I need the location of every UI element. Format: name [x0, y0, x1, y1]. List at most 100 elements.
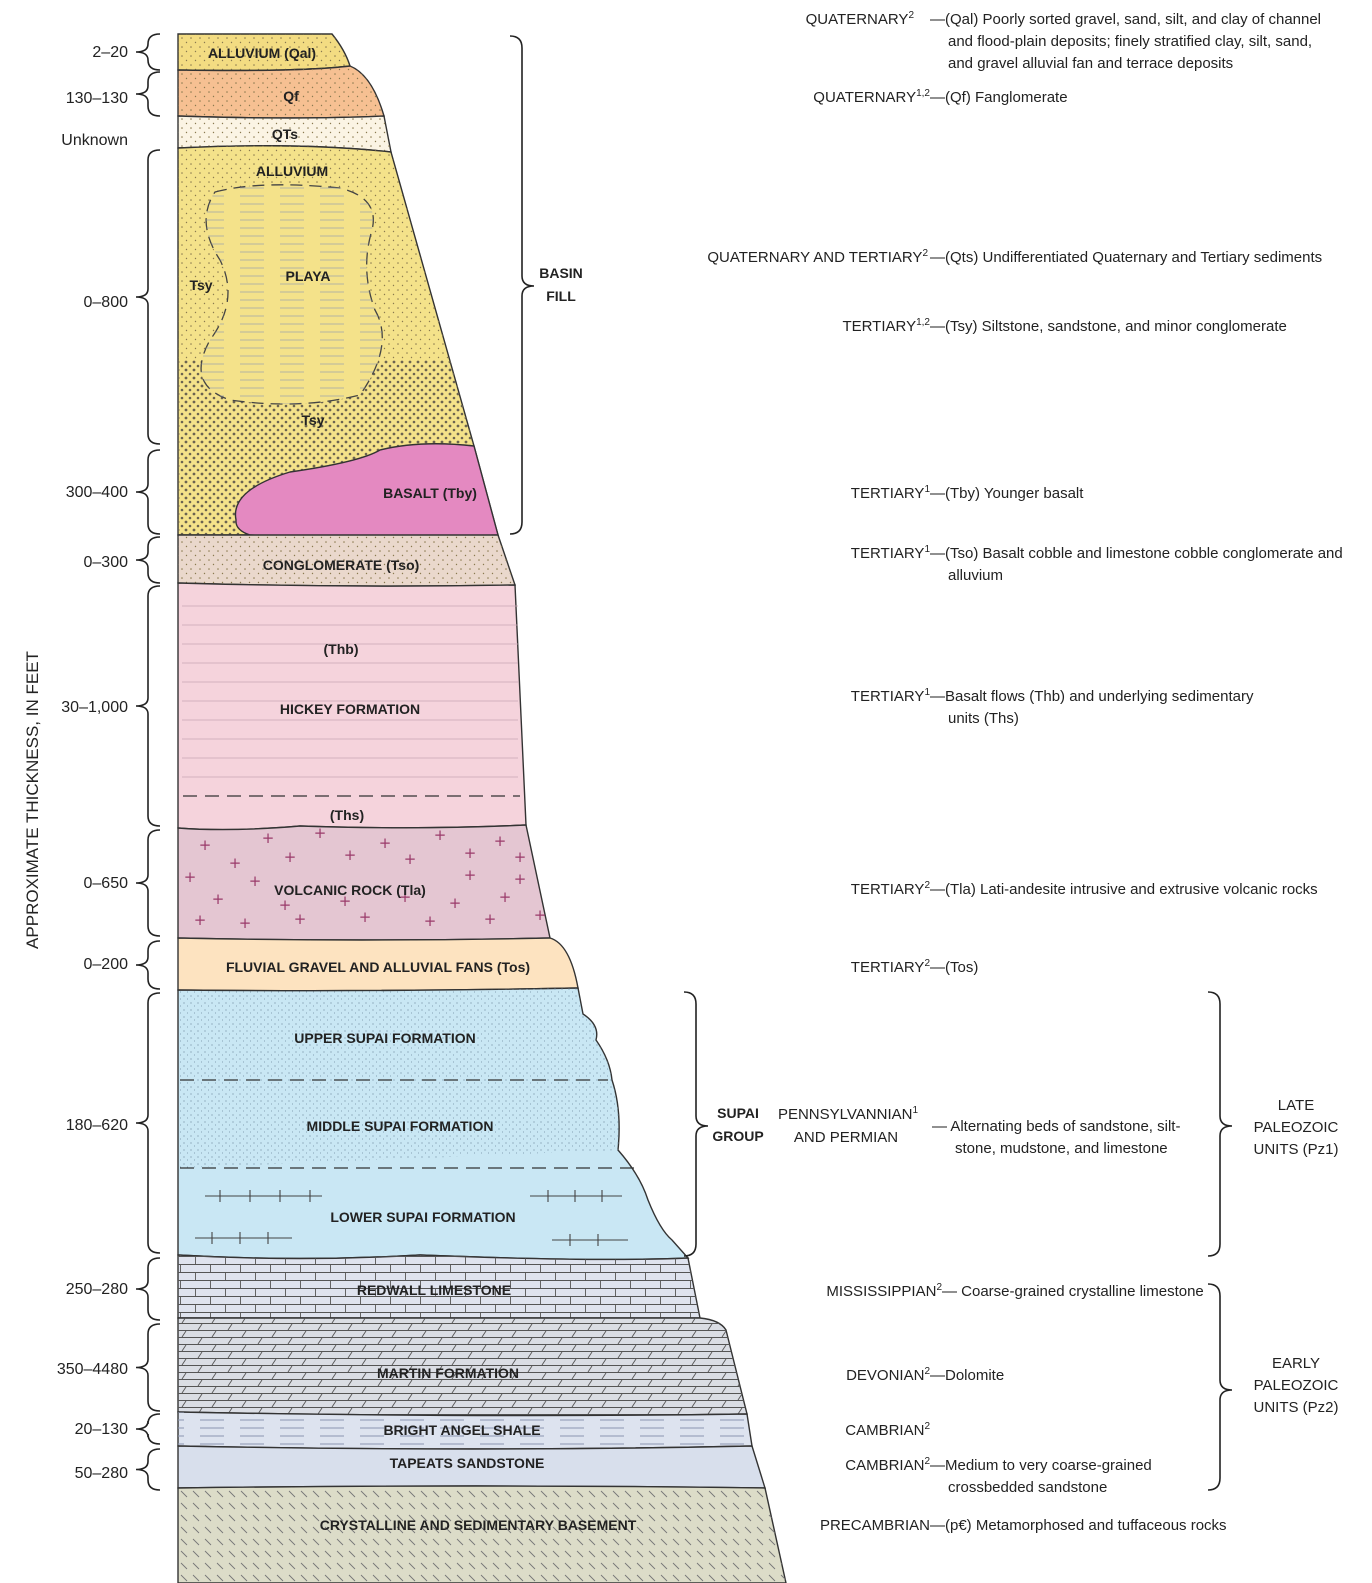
thickness-brace	[135, 1257, 161, 1321]
legend-desc-supai-1: — Alternating beds of sandstone, silt-	[932, 1118, 1180, 1135]
plus-mark: +	[284, 848, 297, 866]
plus-mark: +	[262, 829, 275, 847]
plus-mark: +	[314, 824, 327, 842]
label-tby: BASALT (Tby)	[383, 485, 477, 501]
label-bright-angel: BRIGHT ANGEL SHALE	[383, 1422, 540, 1438]
legend-desc-qf: —(Qf) Fanglomerate	[930, 89, 1068, 106]
volcanic-plus-marks: +++++++++++++++++++++++++++++	[184, 824, 547, 932]
plus-mark: +	[344, 846, 357, 864]
label-tos: FLUVIAL GRAVEL AND ALLUVIAL FANS (Tos)	[226, 959, 530, 975]
legend-age-tsy: TERTIARY1,2	[842, 317, 930, 335]
legend-desc-hickey-1: —Basalt flows (Thb) and underlying sedim…	[930, 688, 1254, 705]
legend-desc-qal-3: and gravel alluvial fan and terrace depo…	[948, 55, 1233, 72]
plus-mark: +	[514, 870, 527, 888]
label-upper-supai: UPPER SUPAI FORMATION	[294, 1030, 476, 1046]
legend-age-tapeats: CAMBRIAN2	[845, 1456, 930, 1474]
plus-mark: +	[514, 848, 527, 866]
supai-group-label-1: SUPAI	[717, 1105, 759, 1121]
plus-mark: +	[434, 826, 447, 844]
legend-age-tla: TERTIARY2	[851, 880, 931, 898]
thickness-tby: 300–400	[66, 484, 128, 501]
label-qf: Qf	[283, 88, 299, 104]
thickness-tso: 0–300	[84, 554, 129, 571]
plus-mark: +	[399, 888, 412, 906]
legend: QUATERNARY2 —(Qal) Poorly sorted gravel,…	[707, 10, 1342, 1534]
axis-label: APPROXIMATE THICKNESS, IN FEET	[23, 651, 42, 949]
plus-mark: +	[279, 896, 292, 914]
label-basement: CRYSTALLINE AND SEDIMENTARY BASEMENT	[320, 1517, 637, 1533]
thickness-brace	[135, 1413, 161, 1445]
thickness-braces	[135, 33, 161, 1491]
legend-desc-tso-2: alluvium	[948, 567, 1003, 584]
legend-age-qts: QUATERNARY AND TERTIARY2	[707, 248, 928, 266]
late-paleozoic-label-1: LATE	[1278, 1097, 1314, 1114]
label-redwall: REDWALL LIMESTONE	[357, 1282, 511, 1298]
thickness-qal: 2–20	[92, 44, 128, 61]
thickness-tapeats: 50–280	[75, 1465, 128, 1482]
plus-mark: +	[424, 912, 437, 930]
plus-mark: +	[359, 908, 372, 926]
label-martin: MARTIN FORMATION	[377, 1365, 519, 1381]
thickness-bright-angel: 20–130	[75, 1421, 128, 1438]
basin-fill-label-1: BASIN	[539, 265, 583, 281]
label-hickey: HICKEY FORMATION	[280, 701, 420, 717]
label-qal: ALLUVIUM (Qal)	[208, 45, 316, 61]
early-paleozoic-label-3: UNITS (Pz2)	[1253, 1399, 1338, 1416]
plus-mark: +	[404, 850, 417, 868]
thickness-tos: 0–200	[84, 956, 129, 973]
label-tsy-left: Tsy	[189, 277, 212, 293]
thickness-martin: 350–4480	[57, 1361, 128, 1378]
legend-desc-qal-2: and flood-plain deposits; finely stratif…	[948, 33, 1312, 50]
legend-desc-supai-2: stone, mudstone, and limestone	[955, 1140, 1168, 1157]
supai-group-brace	[683, 991, 709, 1257]
thickness-brace	[135, 585, 161, 827]
thickness-qts: Unknown	[61, 132, 128, 149]
legend-age-bright-angel: CAMBRIAN2	[845, 1421, 930, 1439]
legend-desc-qts: —(Qts) Undifferentiated Quaternary and T…	[930, 249, 1322, 266]
thickness-redwall: 250–280	[66, 1281, 128, 1298]
label-thb: (Thb)	[324, 641, 359, 657]
label-qts: QTs	[272, 126, 298, 142]
plus-mark: +	[199, 836, 212, 854]
thickness-brace	[135, 1323, 161, 1412]
label-tla: VOLCANIC ROCK (Tla)	[274, 882, 426, 898]
label-playa: PLAYA	[286, 268, 331, 284]
legend-desc-tby: —(Tby) Younger basalt	[930, 485, 1084, 502]
column-layers: +++++++++++++++++++++++++++++	[177, 33, 787, 1583]
limestone-lenses	[195, 1190, 628, 1246]
group-braces: BASIN FILL SUPAI GROUP LATE PALEOZOIC UN…	[509, 35, 1339, 1491]
thickness-qf: 130–130	[66, 90, 128, 107]
plus-mark: +	[239, 914, 252, 932]
legend-age-supai-1: PENNSYLVANNIAN1	[778, 1105, 918, 1123]
legend-desc-redwall: — Coarse-grained crystalline limestone	[942, 1283, 1204, 1300]
label-tapeats: TAPEATS SANDSTONE	[390, 1455, 545, 1471]
basin-fill-label-2: FILL	[546, 288, 576, 304]
legend-age-hickey: TERTIARY1	[851, 687, 931, 705]
basin-fill-brace	[509, 35, 535, 535]
plus-mark: +	[484, 910, 497, 928]
legend-desc-hickey-2: units (Ths)	[948, 710, 1019, 727]
legend-desc-tso-1: —(Tso) Basalt cobble and limestone cobbl…	[930, 545, 1343, 562]
thickness-brace	[135, 71, 161, 117]
plus-mark: +	[464, 844, 477, 862]
legend-desc-precambrian: —(p€) Metamorphosed and tuffaceous rocks	[930, 1517, 1227, 1534]
legend-age-tso: TERTIARY1	[851, 544, 931, 562]
hickey-bedding-lines	[182, 605, 518, 778]
thickness-tla: 0–650	[84, 875, 129, 892]
legend-age-qf: QUATERNARY1,2	[813, 88, 930, 106]
plus-mark: +	[494, 832, 507, 850]
thickness-values: 2–20 130–130 Unknown 0–800 300–400 0–300…	[57, 44, 128, 1482]
thickness-brace	[135, 940, 161, 990]
thickness-brace	[135, 449, 161, 535]
legend-desc-tla: —(Tla) Lati-andesite intrusive and extru…	[930, 881, 1318, 898]
legend-desc-martin: —Dolomite	[930, 1367, 1004, 1384]
supai-group-label-2: GROUP	[712, 1128, 763, 1144]
thickness-brace	[135, 1448, 161, 1491]
early-paleozoic-label-1: EARLY	[1272, 1355, 1320, 1372]
plus-mark: +	[212, 890, 225, 908]
legend-desc-tsy: —(Tsy) Siltstone, sandstone, and minor c…	[930, 318, 1287, 335]
thickness-hickey: 30–1,000	[61, 699, 128, 716]
legend-desc-tapeats-1: —Medium to very coarse-grained	[930, 1457, 1152, 1474]
thickness-brace	[135, 829, 161, 937]
